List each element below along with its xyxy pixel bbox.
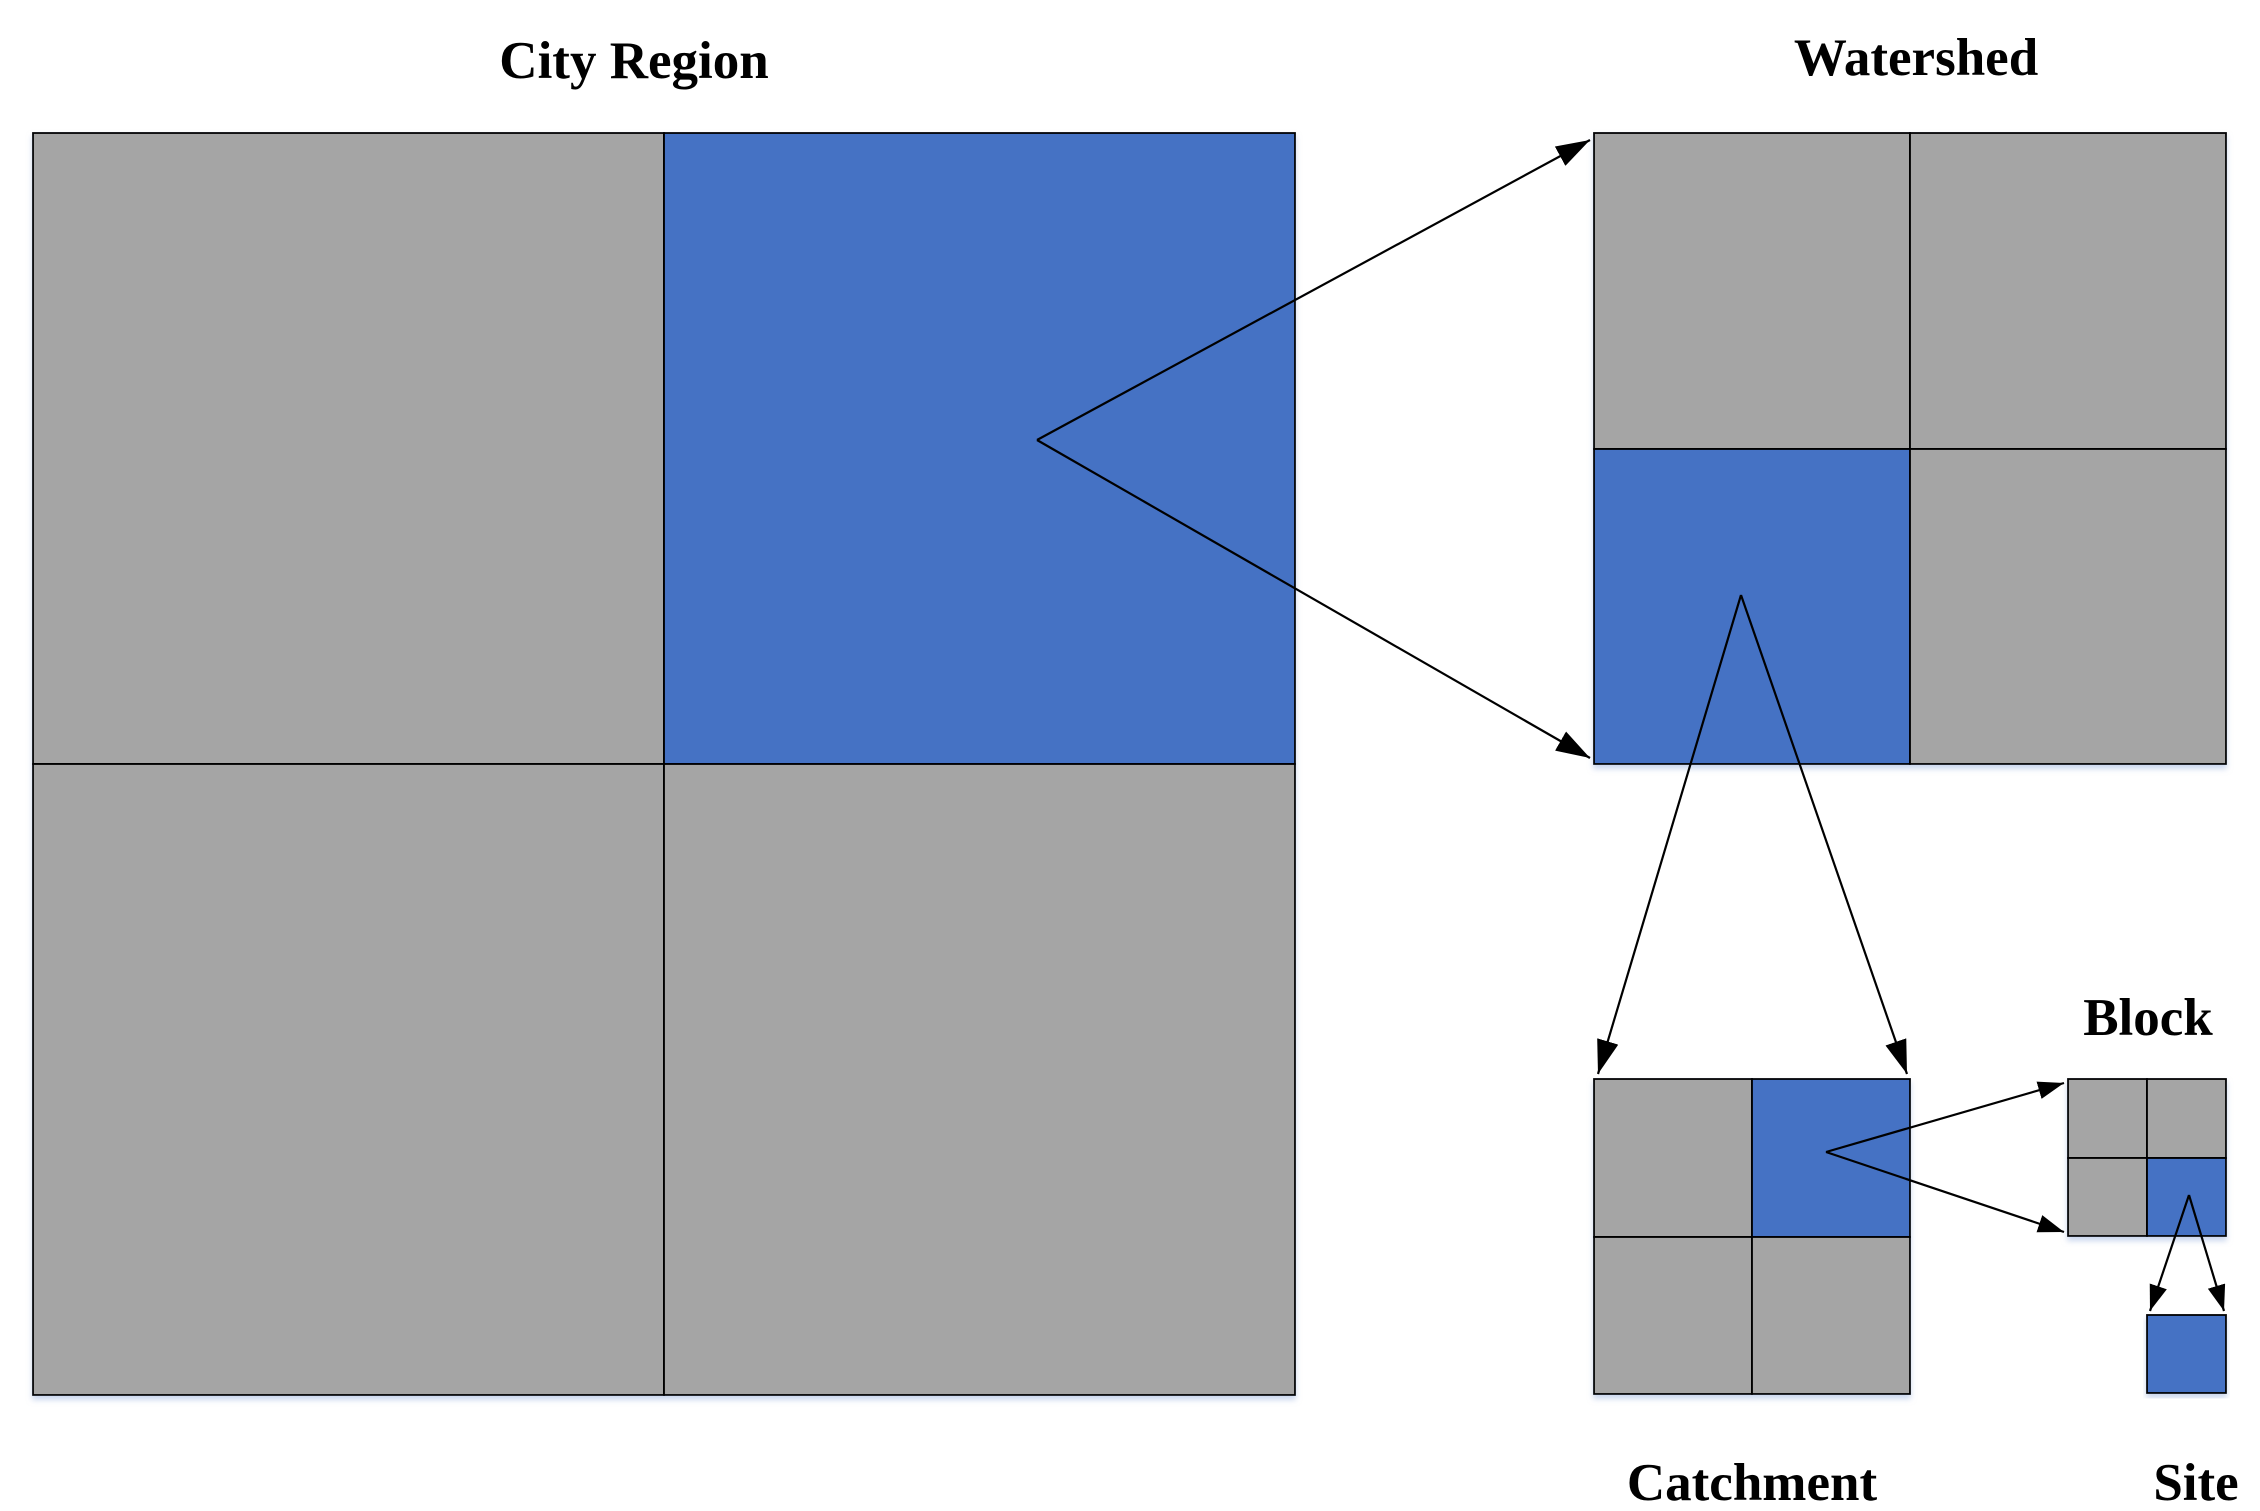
block-cell-bottom-right-selected bbox=[2146, 1157, 2227, 1237]
watershed-cell-top-left bbox=[1593, 132, 1911, 450]
catchment-grid bbox=[1593, 1078, 1911, 1395]
arrow-watershed-to-catchment-right bbox=[1739, 594, 1909, 1075]
block-title: Block bbox=[2083, 989, 2213, 1047]
block-cell-bottom-left bbox=[2067, 1157, 2148, 1237]
watershed-cell-top-right bbox=[1909, 132, 2227, 450]
catchment-title: Catchment bbox=[1627, 1454, 1878, 1511]
site-title: Site bbox=[2153, 1454, 2238, 1511]
arrow-block-to-site-right bbox=[2187, 1194, 2226, 1312]
site-cell-selected bbox=[2146, 1314, 2227, 1394]
watershed-title: Watershed bbox=[1794, 29, 2038, 87]
arrow-watershed-to-catchment-left bbox=[1596, 594, 1743, 1075]
city-region-cell-top-left bbox=[32, 132, 665, 765]
city-region-cell-bottom-left bbox=[32, 763, 665, 1396]
arrow-catchment-to-block-bottom bbox=[1825, 1150, 2065, 1234]
city-region-cell-top-right-selected bbox=[663, 132, 1296, 765]
arrow-city-to-watershed-top bbox=[1036, 139, 1591, 441]
block-grid bbox=[2067, 1078, 2227, 1237]
zoom-arrows bbox=[1036, 139, 2226, 1312]
arrow-catchment-to-block-top bbox=[1825, 1081, 2065, 1154]
catchment-cell-top-left bbox=[1593, 1078, 1753, 1238]
city-region-cell-bottom-right bbox=[663, 763, 1296, 1396]
arrow-city-to-watershed-bottom bbox=[1036, 439, 1591, 759]
city-region-title: City Region bbox=[499, 32, 768, 90]
catchment-cell-top-right-selected bbox=[1751, 1078, 1911, 1238]
city-region-grid bbox=[32, 132, 1296, 1396]
block-cell-top-left bbox=[2067, 1078, 2148, 1159]
catchment-cell-bottom-left bbox=[1593, 1236, 1753, 1395]
block-cell-top-right bbox=[2146, 1078, 2227, 1159]
watershed-cell-bottom-right bbox=[1909, 448, 2227, 765]
arrow-block-to-site-left bbox=[2148, 1194, 2191, 1312]
watershed-grid bbox=[1593, 132, 2227, 765]
site-grid bbox=[2146, 1314, 2227, 1394]
watershed-cell-bottom-left-selected bbox=[1593, 448, 1911, 765]
catchment-cell-bottom-right bbox=[1751, 1236, 1911, 1395]
